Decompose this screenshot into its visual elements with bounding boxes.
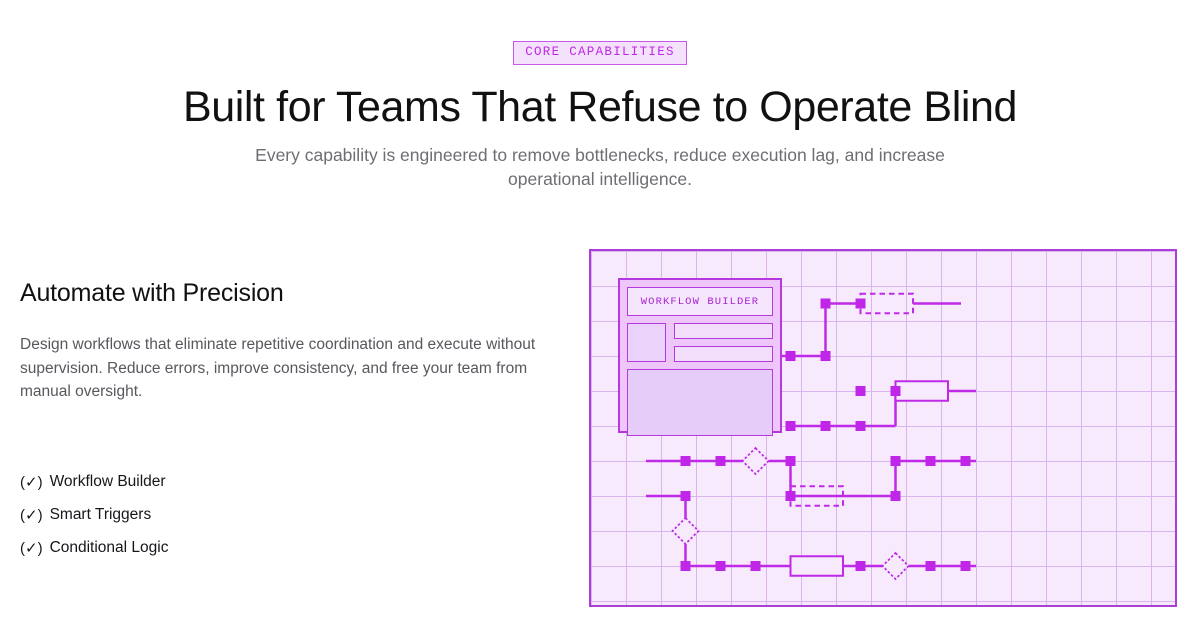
card-canvas bbox=[627, 369, 773, 436]
diagram-node bbox=[750, 561, 761, 571]
check-circle-icon: (✓) bbox=[20, 539, 43, 557]
card-title: WORKFLOW BUILDER bbox=[640, 295, 760, 308]
feature-description: Design workflows that eliminate repetiti… bbox=[20, 336, 536, 401]
check-circle-icon: (✓) bbox=[20, 473, 43, 491]
card-bars bbox=[674, 323, 773, 362]
section-badge: CORE CAPABILITIES bbox=[513, 41, 687, 65]
workflow-builder-card: WORKFLOW BUILDER bbox=[618, 278, 782, 436]
diagram-node bbox=[960, 561, 971, 571]
feature-title: Automate with Precision bbox=[20, 279, 284, 307]
workflow-illustration: WORKFLOW BUILDER bbox=[589, 249, 1177, 607]
page-subtitle: Every capability is engineered to remove… bbox=[255, 144, 945, 189]
card-header: WORKFLOW BUILDER bbox=[627, 287, 773, 316]
feature-column: Automate with Precision Design workflows… bbox=[20, 279, 565, 565]
page-header: CORE CAPABILITIES Built for Teams That R… bbox=[0, 0, 1200, 192]
diagram-node-diamond bbox=[741, 446, 770, 476]
list-item-label: Workflow Builder bbox=[49, 473, 166, 491]
diagram-node bbox=[785, 351, 796, 361]
diagram-node-rect-dashed bbox=[859, 292, 914, 315]
diagram-node bbox=[925, 456, 936, 466]
diagram-node bbox=[715, 561, 726, 571]
diagram-node bbox=[855, 298, 866, 309]
list-item-label: Smart Triggers bbox=[49, 506, 152, 524]
list-item: (✓) Conditional Logic bbox=[20, 532, 565, 565]
page-title: Built for Teams That Refuse to Operate B… bbox=[182, 82, 1018, 131]
card-row bbox=[627, 323, 773, 362]
diagram-node bbox=[785, 456, 796, 466]
diagram-node bbox=[820, 351, 831, 361]
feature-list: (✓) Workflow Builder (✓) Smart Triggers … bbox=[20, 466, 565, 565]
diagram-node bbox=[855, 561, 866, 571]
diagram-node-rect bbox=[789, 555, 844, 577]
diagram-node bbox=[820, 421, 831, 431]
diagram-node bbox=[855, 421, 866, 431]
diagram-node bbox=[890, 456, 901, 466]
list-item-label: Conditional Logic bbox=[49, 539, 169, 557]
card-bar bbox=[674, 346, 773, 362]
diagram-node bbox=[925, 561, 936, 571]
diagram-node bbox=[890, 386, 901, 396]
diagram-node-diamond bbox=[671, 516, 700, 546]
card-bar bbox=[674, 323, 773, 339]
diagram-node bbox=[820, 298, 831, 309]
diagram-node bbox=[680, 491, 691, 501]
diagram-node bbox=[680, 561, 691, 571]
list-item: (✓) Smart Triggers bbox=[20, 499, 565, 532]
diagram-node bbox=[785, 421, 796, 431]
diagram-node-rect bbox=[894, 380, 949, 402]
diagram-node bbox=[680, 456, 691, 466]
card-thumbnail bbox=[627, 323, 666, 362]
diagram-node bbox=[960, 456, 971, 466]
check-circle-icon: (✓) bbox=[20, 506, 43, 524]
diagram-node-diamond bbox=[881, 551, 910, 581]
diagram-node bbox=[890, 491, 901, 501]
diagram-node bbox=[855, 386, 866, 396]
diagram-node bbox=[715, 456, 726, 466]
diagram-node bbox=[785, 491, 796, 501]
list-item: (✓) Workflow Builder bbox=[20, 466, 565, 499]
